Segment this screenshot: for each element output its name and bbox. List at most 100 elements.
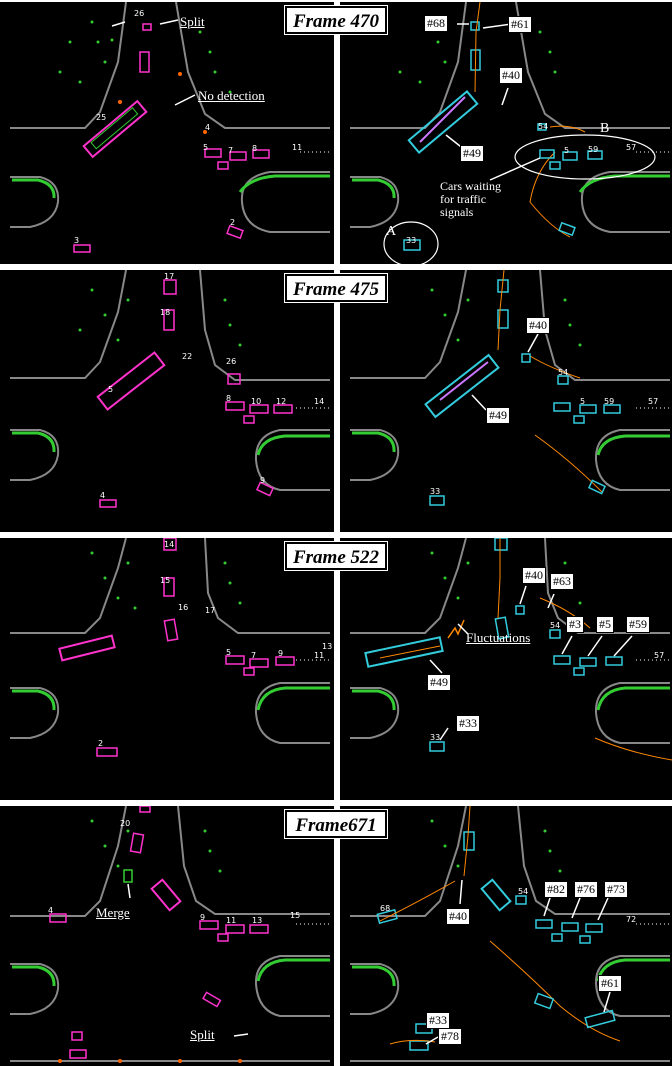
frame-title: Frame 475: [285, 274, 387, 302]
track-tag: #73: [604, 881, 628, 898]
track-tag: #78: [438, 1028, 462, 1045]
obj-id: 26: [134, 9, 144, 18]
obj-id: 2: [230, 218, 235, 227]
obj-id: 4: [205, 123, 210, 132]
obj-id: 10: [251, 397, 261, 406]
obj-id: 15: [160, 576, 170, 585]
obj-id: 54: [550, 621, 560, 630]
obj-id: 57: [626, 143, 636, 152]
obj-id: 54: [558, 368, 568, 377]
obj-id: 13: [252, 916, 262, 925]
track-tag: #82: [544, 881, 568, 898]
frame-title: Frame 470: [285, 6, 387, 34]
track-tag: #3: [566, 616, 584, 633]
obj-id: 9: [200, 913, 205, 922]
obj-id: 5: [108, 385, 113, 394]
obj-id: 11: [226, 916, 236, 925]
obj-id: 18: [136, 806, 146, 807]
waiting-note: Cars waiting for traffic signals: [440, 180, 510, 219]
obj-id: 57: [648, 397, 658, 406]
track-tag: #40: [446, 908, 470, 925]
right-panel-tracking: 54 72 68 #82 #76 #73 #40 #61 #33 #78: [340, 806, 672, 1066]
obj-id: 11: [314, 651, 324, 660]
right-panel-tracking: 54 5 59 57 33 #40 #49: [340, 270, 672, 532]
obj-id: 14: [314, 397, 324, 406]
merge-label: Merge: [96, 905, 130, 921]
scene-right-475: 54 5 59 57 33: [340, 270, 672, 532]
track-tag: #40: [499, 67, 523, 84]
track-tag: #33: [456, 715, 480, 732]
scene-left-522: 14 15 16 17 5 7 9 11 13 2: [0, 538, 334, 800]
right-panel-tracking: 54 57 5 59 33 #68 #61 #40 #49 A B Cars w…: [340, 2, 672, 264]
obj-id: 26: [226, 357, 236, 366]
obj-id: 9: [260, 476, 265, 485]
split-label: Split: [180, 14, 205, 30]
track-tag: #40: [526, 317, 550, 334]
track-tag: #49: [486, 407, 510, 424]
obj-id: 8: [226, 394, 231, 403]
obj-id: 18: [160, 308, 170, 317]
track-tag: #59: [626, 616, 650, 633]
track-tag: #61: [508, 16, 532, 33]
obj-id: 33: [430, 487, 440, 496]
obj-id: 17: [164, 272, 174, 281]
obj-id: 33: [406, 236, 416, 245]
scene-left-475: 17 18 22 26 5 8 10 12 14 4 9: [0, 270, 334, 532]
obj-id: 7: [251, 651, 256, 660]
left-panel-detection: 17 18 22 26 5 8 10 12 14 4 9: [0, 270, 334, 532]
obj-id: 15: [290, 911, 300, 920]
obj-id: 25: [96, 113, 106, 122]
scene-right-522: 54 57 33: [340, 538, 672, 800]
left-panel-detection: 18 20 4 9 11 13 15 Merge Split: [0, 806, 334, 1066]
obj-id: 59: [604, 397, 614, 406]
ellipse-a-label: A: [386, 225, 396, 238]
obj-id: 14: [164, 540, 174, 549]
obj-id: 5: [203, 143, 208, 152]
scene-left-470: 26 25 4 5 7 8 11 3 2: [0, 2, 334, 264]
track-tag: #49: [460, 145, 484, 162]
obj-id: 57: [654, 651, 664, 660]
track-tag: #40: [522, 567, 546, 584]
obj-id: 5: [564, 146, 569, 155]
frame-row-671: 18 20 4 9 11 13 15 Merge Split: [0, 806, 672, 1066]
obj-id: 4: [48, 906, 53, 915]
track-tag: #63: [550, 573, 574, 590]
obj-id: 72: [626, 915, 636, 924]
track-tag: #33: [426, 1012, 450, 1029]
obj-id: 54: [538, 122, 548, 131]
obj-id: 16: [178, 603, 188, 612]
obj-id: 33: [430, 733, 440, 742]
scene-left-671: 18 20 4 9 11 13 15: [0, 806, 334, 1066]
fluctuations-label: Fluctuations: [466, 630, 530, 646]
track-tag: #76: [574, 881, 598, 898]
obj-id: 9: [278, 649, 283, 658]
obj-id: 12: [276, 397, 286, 406]
obj-id: 2: [98, 739, 103, 748]
obj-id: 68: [380, 904, 390, 913]
track-tag: #61: [598, 975, 622, 992]
obj-id: 17: [205, 606, 215, 615]
obj-id: 54: [518, 887, 528, 896]
left-panel-detection: 26 25 4 5 7 8 11 3 2 Split No detection: [0, 2, 334, 264]
obj-id: 4: [100, 491, 105, 500]
frame-title: Frame 522: [285, 542, 387, 570]
obj-id: 20: [120, 819, 130, 828]
split-label: Split: [190, 1027, 215, 1043]
obj-id: 13: [322, 642, 332, 651]
frame-row-470: 26 25 4 5 7 8 11 3 2 Split No detection: [0, 2, 672, 264]
frame-title: Frame671: [285, 810, 387, 838]
obj-id: 3: [74, 236, 79, 245]
obj-id: 59: [588, 145, 598, 154]
track-tag: #5: [596, 616, 614, 633]
left-panel-detection: 14 15 16 17 5 7 9 11 13 2: [0, 538, 334, 800]
frame-row-475: 17 18 22 26 5 8 10 12 14 4 9: [0, 270, 672, 532]
obj-id: 11: [292, 143, 302, 152]
obj-id: 22: [182, 352, 192, 361]
obj-id: 5: [226, 648, 231, 657]
ellipse-b-label: B: [600, 122, 609, 135]
scene-right-671: 54 72 68: [340, 806, 672, 1066]
obj-id: 8: [252, 144, 257, 153]
track-tag: #68: [424, 15, 448, 32]
no-detection-label: No detection: [198, 88, 265, 104]
track-tag: #49: [427, 674, 451, 691]
